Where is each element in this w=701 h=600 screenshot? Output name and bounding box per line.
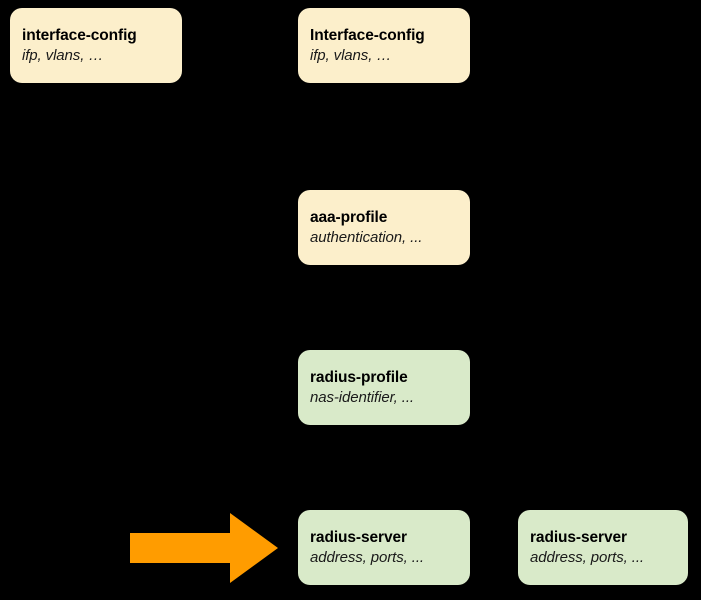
node-title: interface-config xyxy=(22,26,137,44)
node-subtitle: nas-identifier, ... xyxy=(310,388,414,406)
node-subtitle: address, ports, ... xyxy=(310,548,424,566)
node-subtitle: ifp, vlans, … xyxy=(22,46,104,64)
node-title: radius-profile xyxy=(310,368,408,386)
node-title: radius-server xyxy=(530,528,627,546)
node-interface-config-right[interactable]: Interface-config ifp, vlans, … xyxy=(298,8,470,83)
arrow-flow-arrow-right xyxy=(130,513,278,583)
node-title: radius-server xyxy=(310,528,407,546)
node-subtitle: authentication, ... xyxy=(310,228,423,246)
node-radius-server-right[interactable]: radius-server address, ports, ... xyxy=(518,510,688,585)
node-subtitle: ifp, vlans, … xyxy=(310,46,392,64)
node-content: radius-profile nas-identifier, ... xyxy=(310,368,462,408)
node-content: radius-server address, ports, ... xyxy=(530,528,680,568)
node-title: aaa-profile xyxy=(310,208,388,226)
node-radius-server-middle[interactable]: radius-server address, ports, ... xyxy=(298,510,470,585)
arrow-polygon xyxy=(130,513,278,583)
node-aaa-profile[interactable]: aaa-profile authentication, ... xyxy=(298,190,470,265)
node-content: interface-config ifp, vlans, … xyxy=(22,26,174,66)
node-content: aaa-profile authentication, ... xyxy=(310,208,462,248)
node-content: radius-server address, ports, ... xyxy=(310,528,462,568)
node-title: Interface-config xyxy=(310,26,425,44)
node-content: Interface-config ifp, vlans, … xyxy=(310,26,462,66)
node-interface-config-left[interactable]: interface-config ifp, vlans, … xyxy=(10,8,182,83)
node-subtitle: address, ports, ... xyxy=(530,548,644,566)
node-radius-profile[interactable]: radius-profile nas-identifier, ... xyxy=(298,350,470,425)
